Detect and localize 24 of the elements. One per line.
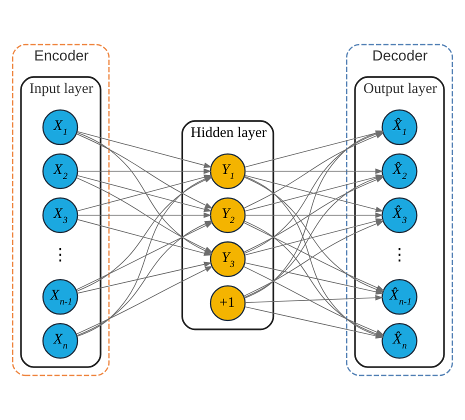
node-circle: X$_{n}$ — [42, 322, 78, 359]
node-circle: X̂$_{1}$ — [382, 109, 418, 146]
arrow — [244, 168, 384, 174]
node-circle: Y$_{2}$ — [210, 197, 246, 234]
node-circle: X̂$_{2}$ — [382, 153, 418, 190]
node-circle: X$_{n-1}$ — [42, 279, 78, 315]
arrow — [76, 131, 212, 168]
arrow — [244, 212, 384, 218]
node-circle: X$_{2}$ — [42, 153, 78, 190]
node-circle: X̂$_{3}$ — [382, 197, 418, 234]
node-circle: Y$_{3}$ — [210, 241, 246, 278]
node-circle: X̂$_{n}$ — [382, 322, 418, 359]
arrow — [76, 266, 214, 335]
label: ⋮ — [52, 244, 69, 264]
label: ⋮ — [391, 244, 408, 264]
arrow — [77, 168, 212, 174]
arrow — [76, 262, 212, 294]
arrow — [244, 294, 384, 303]
node-circle: X$_{3}$ — [42, 197, 78, 234]
arrow — [77, 212, 212, 218]
node-circle: X̂$_{n-1}$ — [382, 279, 418, 315]
node-circle: X$_{1}$ — [42, 109, 78, 146]
node-circle: Y$_{1}$ — [210, 153, 246, 190]
node-circle: +1 — [210, 285, 246, 322]
